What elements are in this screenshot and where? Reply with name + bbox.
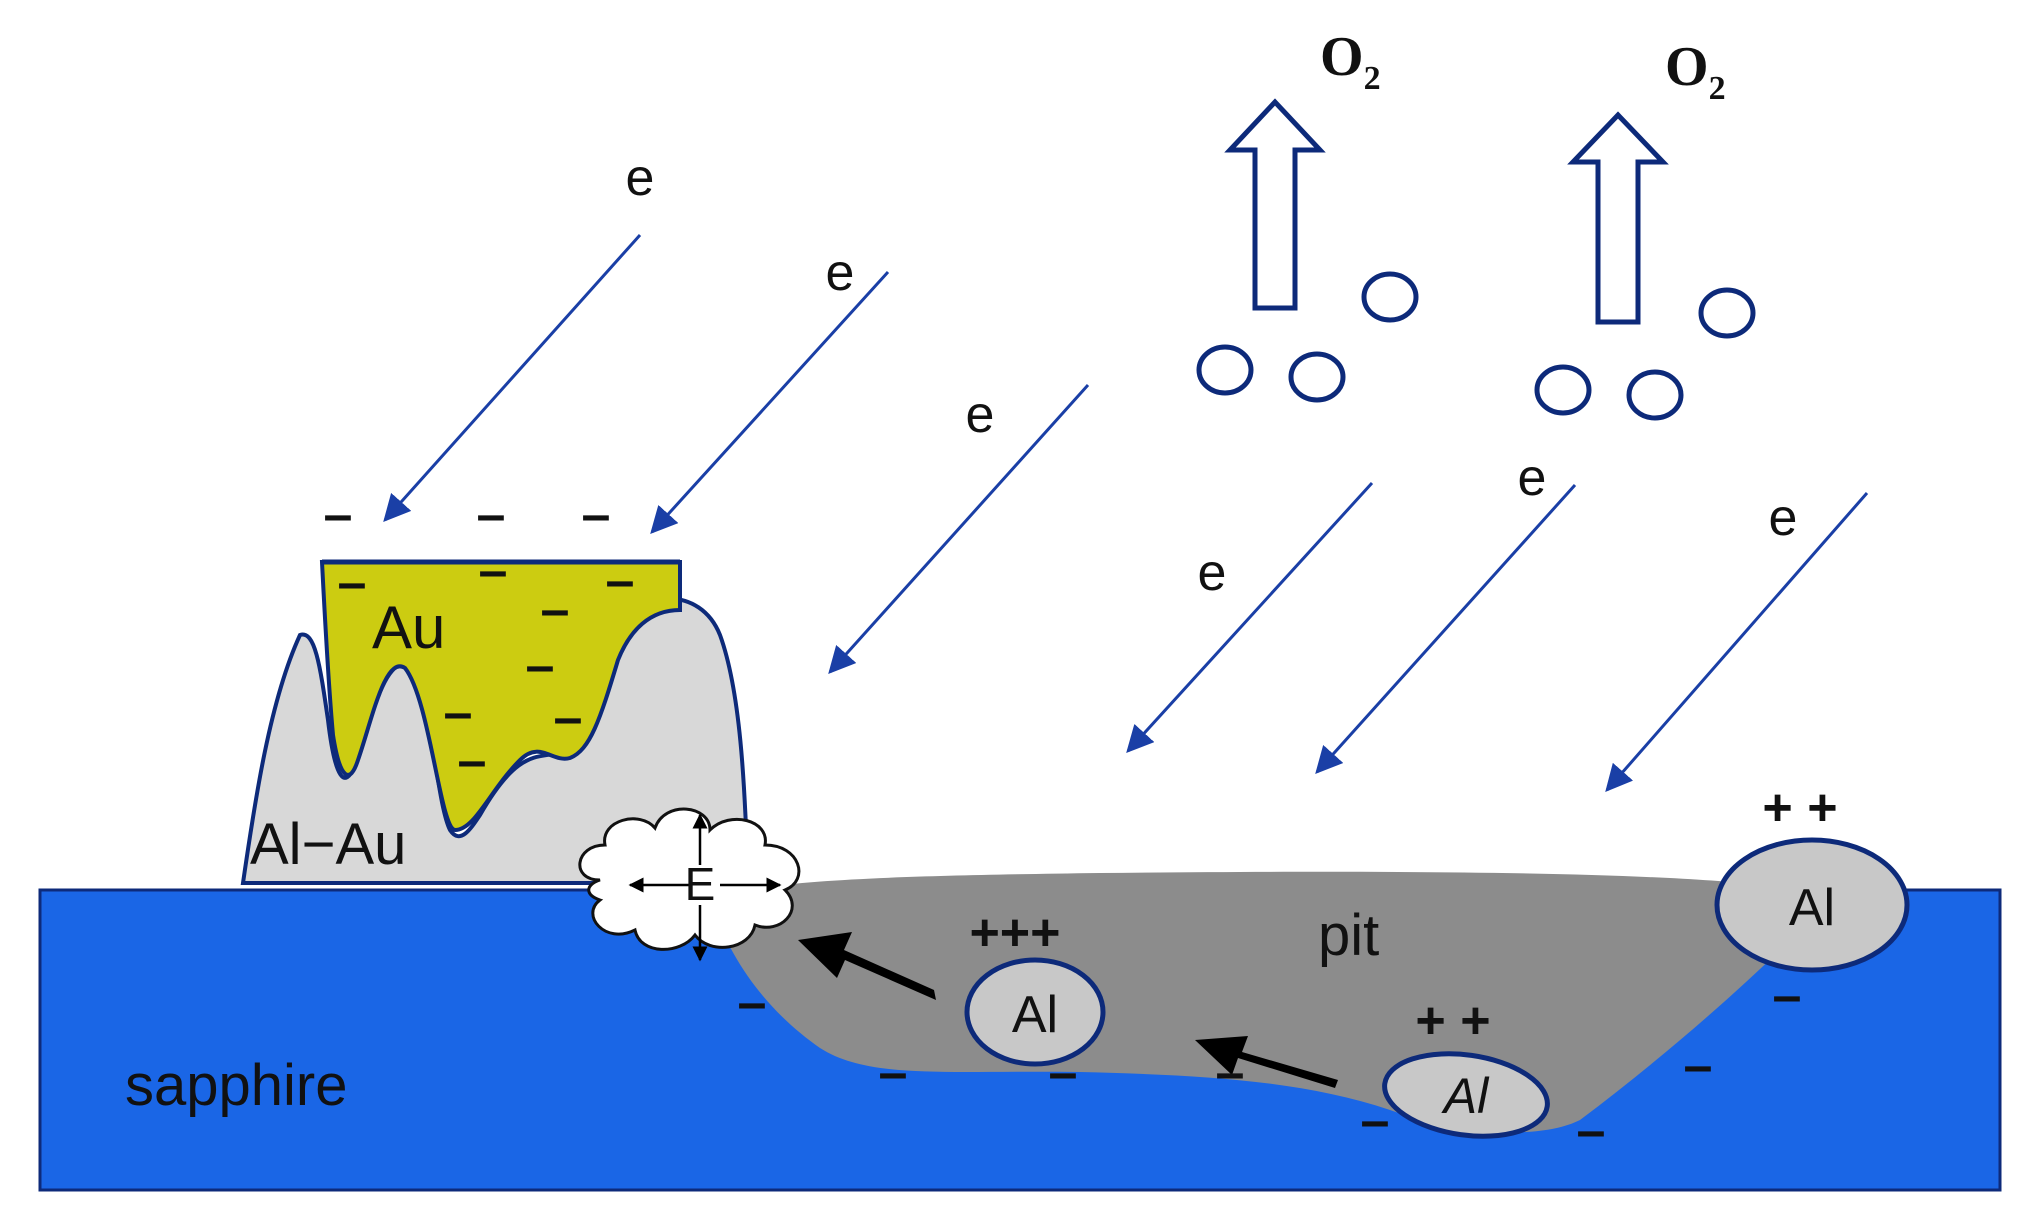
charge-positive: +++	[969, 904, 1060, 962]
al-ion	[1714, 837, 1910, 973]
charge-negative: –	[554, 689, 583, 747]
oxygen-bubble	[1196, 344, 1254, 396]
electron-label: e	[626, 149, 655, 207]
oxygen-bubble	[1698, 287, 1756, 339]
field-label: E	[685, 858, 716, 910]
charge-negative: –	[477, 486, 506, 544]
charge-negative: –	[1773, 967, 1802, 1025]
electron-arrows	[383, 233, 1869, 793]
alloy-label: Al−Au	[250, 812, 406, 877]
electron-label: e	[1198, 544, 1227, 602]
pit-region	[710, 871, 1790, 1133]
migration-arrow	[1195, 1036, 1338, 1088]
charge-negative: –	[479, 542, 508, 600]
al-ion	[1382, 1051, 1550, 1139]
charge-negative: –	[1577, 1102, 1606, 1160]
pit-label: pit	[1318, 903, 1379, 968]
oxygen-bubble	[1288, 351, 1346, 403]
al-au-alloy	[240, 596, 751, 885]
al-ion-label: Al	[1789, 879, 1835, 937]
charge-negative: –	[1361, 1092, 1390, 1150]
charge-negative: –	[606, 552, 635, 610]
oxygen-label: O2	[1665, 36, 1726, 107]
charge-negative: –	[338, 554, 367, 612]
oxygen-arrow	[1224, 98, 1326, 311]
oxygen-bubbles	[1196, 271, 1756, 421]
al-ion	[964, 957, 1106, 1067]
field-cloud: E	[578, 807, 801, 962]
charge-negative: –	[879, 1044, 908, 1102]
electron-arrow	[650, 270, 890, 534]
charge-negative: –	[1049, 1044, 1078, 1102]
oxygen-bubble	[1626, 369, 1684, 421]
oxygen-arrow	[1567, 111, 1669, 325]
charge-negative: –	[541, 581, 570, 639]
electron-label: e	[1518, 449, 1547, 507]
migration-arrows	[798, 932, 1338, 1088]
gold-label: Au	[372, 594, 445, 661]
electron-label: e	[826, 244, 855, 302]
al-ion-label: Al	[1012, 986, 1058, 1044]
sapphire-label: sapphire	[125, 1053, 347, 1118]
charge-negative: –	[1216, 1044, 1245, 1102]
al-ion-label: Al	[1441, 1068, 1490, 1124]
oxygen-label: O2	[1320, 26, 1381, 97]
charge-negative: –	[526, 637, 555, 695]
charge-negative: –	[1684, 1037, 1713, 1095]
charge-negative: –	[582, 486, 611, 544]
charge-positive: + +	[1415, 992, 1490, 1050]
electron-label: e	[1769, 489, 1798, 547]
au-region	[319, 560, 682, 833]
negative-charges: – – – – – – – – – – – – – – – – – – –	[324, 486, 1802, 1160]
electron-arrow	[1315, 483, 1577, 775]
oxygen-bubble	[1534, 364, 1592, 416]
electron-arrow	[383, 233, 642, 523]
oxygen-bubble	[1361, 271, 1419, 323]
electron-arrow	[1126, 481, 1374, 753]
charge-negative: –	[444, 684, 473, 742]
charge-negative: –	[738, 974, 767, 1032]
electron-label: e	[966, 386, 995, 444]
electron-arrow	[828, 383, 1090, 675]
charge-negative: –	[458, 732, 487, 790]
charge-negative: –	[324, 486, 353, 544]
migration-arrow	[798, 932, 936, 1000]
charge-positive: + +	[1762, 779, 1837, 837]
electron-arrow	[1605, 492, 1869, 793]
